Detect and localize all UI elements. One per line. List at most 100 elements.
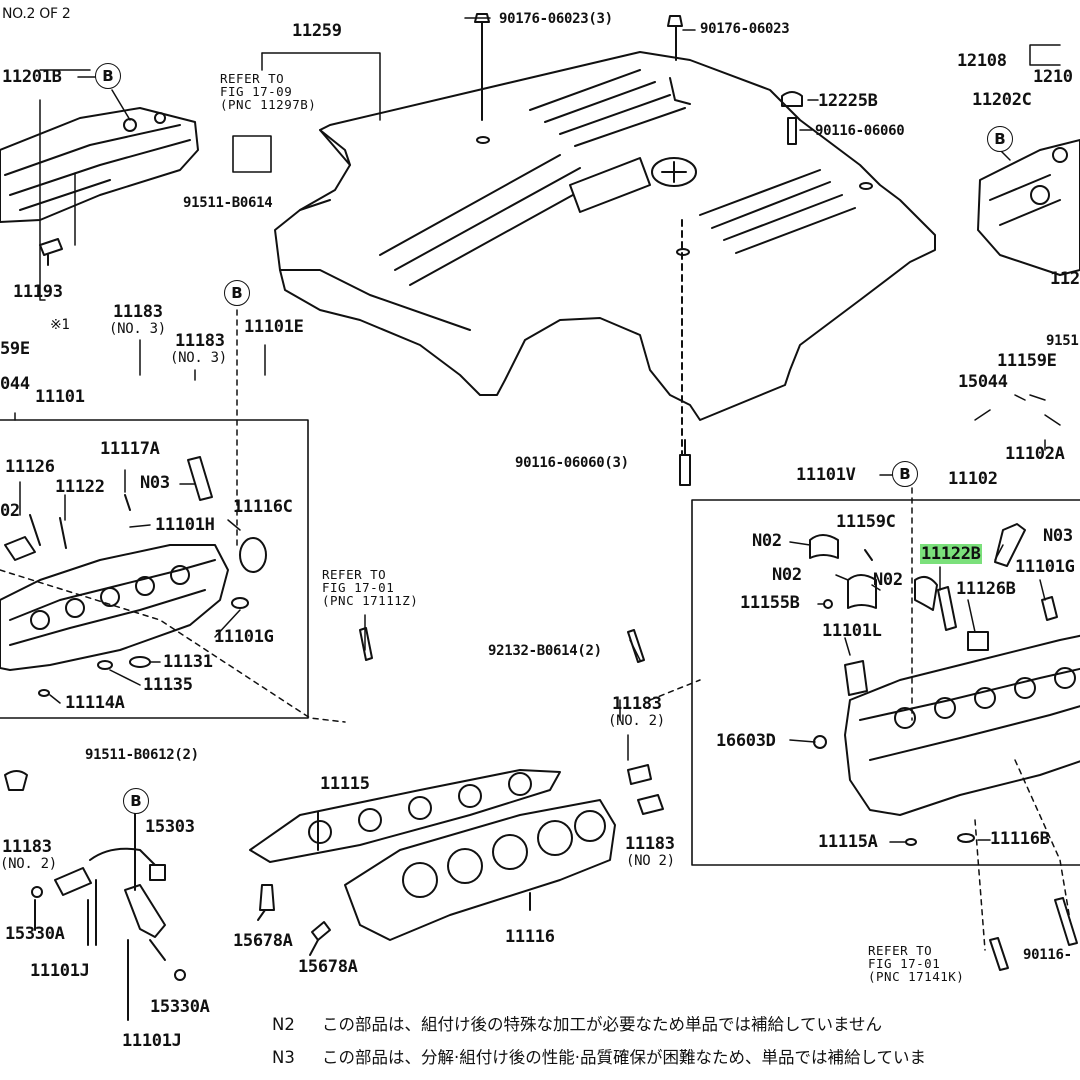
ref-fig-17-01-b: REFER TO FIG 17-01 (PNC 17141K) — [868, 944, 964, 983]
part-11183-no2-mid-b[interactable]: 11183 — [625, 834, 675, 854]
part-12108[interactable]: 12108 — [957, 51, 1007, 71]
part-90116-06060-3[interactable]: 90116-06060(3) — [515, 455, 629, 471]
part-12225B[interactable]: 12225B — [818, 91, 878, 111]
note-n2: N2 この部品は、組付け後の特殊な加工が必要なため単品では補給していません — [272, 1011, 882, 1035]
right-head-group-box — [691, 499, 1080, 866]
ref-line: REFER TO — [322, 567, 387, 582]
part-11126B[interactable]: 11126B — [956, 579, 1016, 599]
right-cylinder-head-drawing — [809, 523, 1080, 846]
part-90176-06023-3[interactable]: 90176-06023(3) — [499, 11, 613, 27]
part-11135[interactable]: 11135 — [143, 675, 193, 695]
part-90176-06023[interactable]: 90176-06023 — [700, 21, 790, 37]
note-n2-code: N2 — [272, 1015, 295, 1034]
part-11159C[interactable]: 11159C — [836, 512, 896, 532]
part-11183-no3-a[interactable]: 11183 — [113, 302, 163, 322]
part-11131[interactable]: 11131 — [163, 652, 213, 672]
part-11183-no3-b[interactable]: 11183 — [175, 331, 225, 351]
part-11101E[interactable]: 11101E — [244, 317, 304, 337]
part-1210-cut[interactable]: 1210 — [1033, 67, 1073, 87]
callout-b-mark: B — [987, 126, 1013, 152]
part-N02-a[interactable]: N02 — [752, 531, 782, 551]
part-11183-no2-mid-a[interactable]: 11183 — [612, 694, 662, 714]
part-11193-mark: ※1 — [50, 317, 70, 333]
part-15330A-a[interactable]: 15330A — [5, 924, 65, 944]
callout-b-mark: B — [892, 461, 918, 487]
part-159E-cut[interactable]: 59E — [0, 339, 30, 359]
part-15044[interactable]: 15044 — [958, 372, 1008, 392]
part-90116-cut[interactable]: 90116- — [1023, 947, 1072, 963]
part-N03-right[interactable]: N03 — [1043, 526, 1073, 546]
part-11115A[interactable]: 11115A — [818, 832, 878, 852]
ref-fig-17-01-a: REFER TO FIG 17-01 (PNC 17111Z) — [322, 568, 418, 607]
note-n3-text: この部品は、分解·組付け後の性能·品質確保が困難なため、単品では補給していま — [322, 1048, 926, 1067]
left-valve-cover-drawing — [0, 107, 199, 266]
part-11102A[interactable]: 11102A — [1005, 444, 1065, 464]
part-9151-cut[interactable]: 9151 — [1046, 333, 1079, 349]
part-11183-left[interactable]: 11183 — [2, 837, 52, 857]
part-N03-left[interactable]: N03 — [140, 473, 170, 493]
callout-b-mark: B — [123, 788, 149, 814]
note-n2-text: この部品は、組付け後の特殊な加工が必要なため単品では補給していません — [322, 1015, 883, 1034]
part-11101G-left[interactable]: 11101G — [214, 627, 274, 647]
part-11201B[interactable]: 11201B — [2, 67, 62, 87]
part-112-cut[interactable]: 112 — [1050, 269, 1080, 289]
part-11101J-b[interactable]: 11101J — [122, 1031, 182, 1051]
part-11101H[interactable]: 11101H — [155, 515, 215, 535]
part-N02-b[interactable]: N02 — [772, 565, 802, 585]
part-11126[interactable]: 11126 — [5, 457, 55, 477]
part-11117A[interactable]: 11117A — [100, 439, 160, 459]
part-11183-no3-b-note: (NO. 3) — [170, 350, 227, 366]
part-11101G-right[interactable]: 11101G — [1015, 557, 1075, 577]
part-11183-no2-mid-b-note: (NO 2) — [626, 853, 675, 869]
ref-line: (PNC 17111Z) — [322, 593, 419, 608]
part-11101J-a[interactable]: 11101J — [30, 961, 90, 981]
ref-fig-17-09: REFER TO FIG 17-09 (PNC 11297B) — [220, 72, 316, 111]
part-11202C[interactable]: 11202C — [972, 90, 1032, 110]
part-15303[interactable]: 15303 — [145, 817, 195, 837]
part-11101L[interactable]: 11101L — [822, 621, 882, 641]
part-16603D[interactable]: 16603D — [716, 731, 776, 751]
part-02-cut[interactable]: 02 — [0, 501, 20, 521]
part-11116B[interactable]: 11116B — [990, 829, 1050, 849]
right-valve-cover-drawing — [977, 139, 1080, 276]
part-15678A-a[interactable]: 15678A — [233, 931, 293, 951]
part-15678A-b[interactable]: 15678A — [298, 957, 358, 977]
part-11101V[interactable]: 11101V — [796, 465, 856, 485]
part-11159E[interactable]: 11159E — [997, 351, 1057, 371]
part-91511-B0612-2[interactable]: 91511-B0612(2) — [85, 747, 199, 763]
left-cylinder-head-drawing — [0, 456, 267, 697]
part-11193[interactable]: 11193 — [13, 282, 63, 302]
ref-line: REFER TO — [868, 943, 933, 958]
part-11114A[interactable]: 11114A — [65, 693, 125, 713]
part-11122[interactable]: 11122 — [55, 477, 105, 497]
part-11116[interactable]: 11116 — [505, 927, 555, 947]
part-15330A-b[interactable]: 15330A — [150, 997, 210, 1017]
left-head-group-box — [0, 419, 309, 719]
part-11155B[interactable]: 11155B — [740, 593, 800, 613]
note-n3: N3 この部品は、分解·組付け後の性能·品質確保が困難なため、単品では補給していま — [272, 1044, 926, 1068]
ref-line: FIG 17-01 — [322, 580, 395, 595]
part-11122B[interactable]: 11122B — [920, 544, 982, 564]
ref-line: REFER TO — [220, 71, 285, 86]
part-11183-left-note: (NO. 2) — [0, 856, 57, 872]
part-11115[interactable]: 11115 — [320, 774, 370, 794]
sheet-number: NO.2 OF 2 — [2, 6, 71, 22]
engine-cover-drawing — [274, 51, 936, 421]
note-n3-code: N3 — [272, 1048, 295, 1067]
part-N02-c[interactable]: N02 — [873, 570, 903, 590]
part-11116C[interactable]: 11116C — [233, 497, 293, 517]
part-92132-B0614-2[interactable]: 92132-B0614(2) — [488, 643, 602, 659]
callout-b-mark: B — [224, 280, 250, 306]
part-90116-06060[interactable]: 90116-06060 — [815, 123, 905, 139]
leader-lines — [0, 17, 1071, 951]
part-11183-no3-a-note: (NO. 3) — [109, 321, 166, 337]
part-11102[interactable]: 11102 — [948, 469, 998, 489]
callout-b-mark: B — [95, 63, 121, 89]
part-044-cut[interactable]: 044 — [0, 374, 30, 394]
ref-line: FIG 17-01 — [868, 956, 941, 971]
part-91511-B0614[interactable]: 91511-B0614 — [183, 195, 273, 211]
part-11101[interactable]: 11101 — [35, 387, 85, 407]
part-11259[interactable]: 11259 — [292, 21, 342, 41]
part-11183-no2-mid-a-note: (NO. 2) — [608, 713, 665, 729]
